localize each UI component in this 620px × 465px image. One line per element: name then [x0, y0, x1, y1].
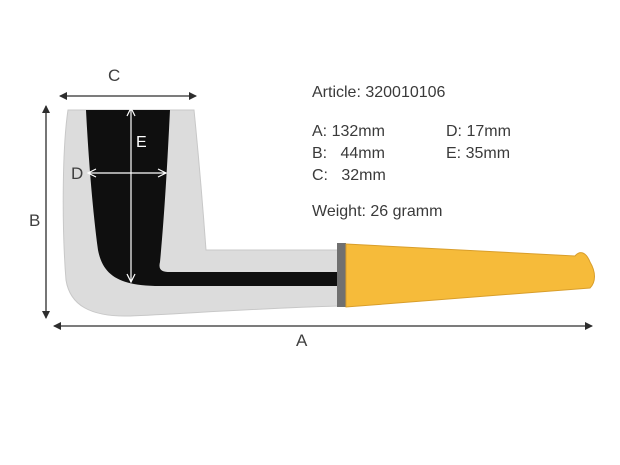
pipe-stem-shape — [345, 243, 595, 308]
spec-weight: Weight: 26 gramm — [312, 203, 443, 220]
dimension-d-label: D — [71, 164, 84, 183]
dimension-c-label: C — [108, 66, 121, 85]
spec-e: E: 35mm — [446, 145, 511, 162]
spec-d: D: 17mm — [446, 123, 511, 140]
spec-a: A: 132mm — [312, 123, 385, 140]
spec-c: C: 32mm — [312, 167, 386, 184]
article-number: Article: 320010106 — [312, 84, 446, 101]
pipe-chamber-shape — [86, 110, 340, 286]
dimension-e-label: E — [136, 134, 147, 151]
dimension-b-label: B — [29, 211, 41, 230]
pipe-ferrule — [337, 243, 346, 307]
spec-b: B: 44mm — [312, 145, 385, 162]
dimension-a-label: A — [296, 331, 308, 350]
